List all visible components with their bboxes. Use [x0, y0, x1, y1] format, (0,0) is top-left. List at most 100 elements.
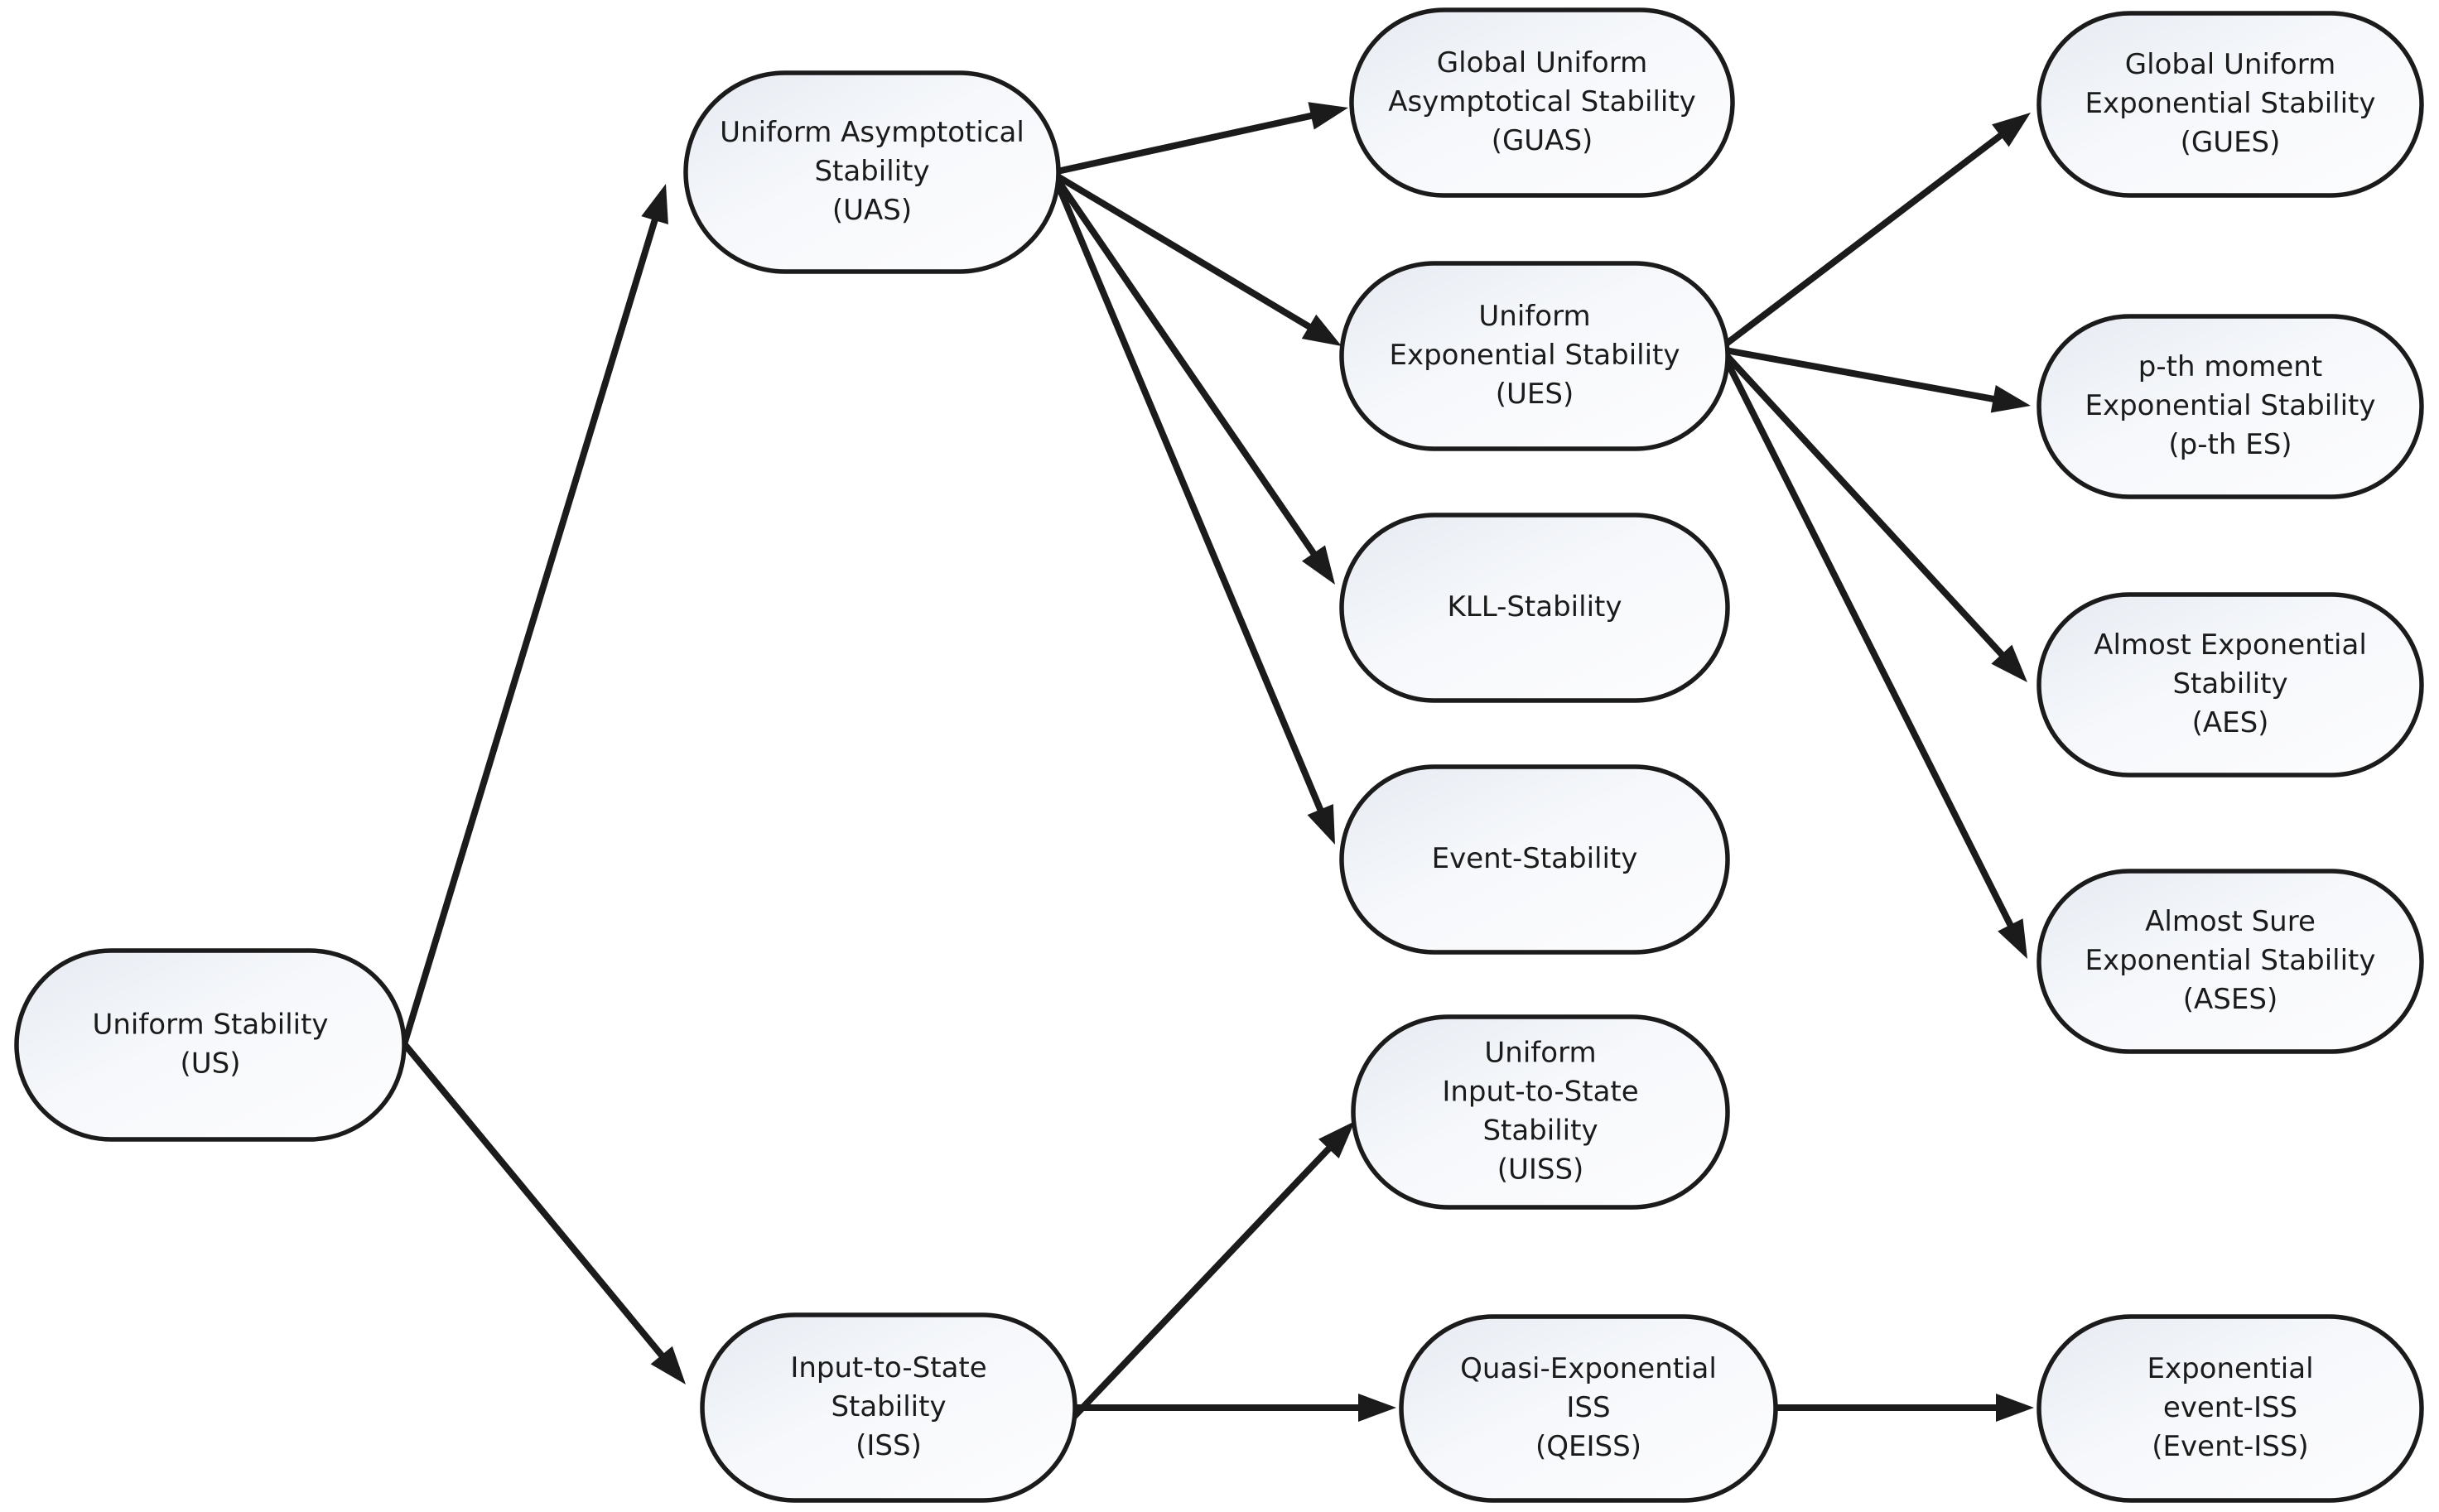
edge-line	[1053, 111, 1317, 176]
node-label-line: (US)	[181, 1047, 241, 1080]
node-shape-us[interactable]	[14, 948, 407, 1142]
arrow-head-icon	[1301, 314, 1342, 346]
arrow-head-icon	[1992, 113, 2031, 147]
node-label-kll: KLL-Stability	[1448, 590, 1622, 624]
edge-ues-to-ases	[1718, 348, 2027, 959]
edge-ues-to-aes	[1718, 347, 2027, 682]
arrow-head-icon	[1990, 385, 2031, 413]
node-shape-ues[interactable]	[1339, 261, 1730, 451]
node-label-line: (UAS)	[832, 194, 912, 227]
node-label-line: Almost Exponential	[2094, 628, 2367, 662]
edge-line	[1050, 172, 1326, 816]
node-label-line: Uniform	[1484, 1036, 1596, 1069]
node-shape-event_iss[interactable]	[2037, 1314, 2424, 1503]
node-label-line: (UISS)	[1497, 1153, 1584, 1186]
node-label-line: Event-Stability	[1432, 842, 1638, 875]
node-label-line: (AES)	[2192, 706, 2269, 739]
node-label-event_iss: Exponential event-ISS (Event-ISS)	[2147, 1352, 2313, 1463]
node-label-line: Asymptotical Stability	[1388, 85, 1696, 118]
node-kll[interactable]: KLL-Stability	[1339, 513, 1730, 703]
node-label-line: (p-th ES)	[2168, 428, 2292, 461]
node-label-line: Input-to-State	[1442, 1075, 1638, 1108]
node-shape-qeiss[interactable]	[1399, 1314, 1778, 1503]
edge-iss-to-qeiss	[1073, 1394, 1396, 1422]
node-label-line: (GUAS)	[1492, 124, 1593, 157]
node-label-line: Exponential Stability	[2085, 87, 2376, 120]
node-label-line: Exponential Stability	[1390, 339, 1680, 372]
node-label-line: Quasi-Exponential	[1460, 1352, 1717, 1385]
node-label-us: Uniform Stability (US)	[92, 1008, 328, 1080]
node-label-line: (Event-ISS)	[2152, 1430, 2308, 1463]
node-label-line: Uniform Stability	[92, 1008, 328, 1041]
node-shape-gues[interactable]	[2037, 11, 2424, 198]
node-label-line: Exponential Stability	[2085, 389, 2376, 422]
arrow-head-icon	[1301, 545, 1335, 585]
edge-us-to-uas	[399, 184, 668, 1052]
node-shape-aes[interactable]	[2037, 592, 2424, 778]
node-label-line: p-th moment	[2138, 350, 2322, 383]
node-label-line: (ISS)	[856, 1429, 922, 1462]
edge-ues-to-gues	[1718, 113, 2031, 351]
node-label-line: event-ISS	[2163, 1391, 2297, 1424]
edge-ues-to-pth_es	[1720, 346, 2031, 413]
node-label-line: Exponential	[2147, 1352, 2313, 1385]
node-label-line: Global Uniform	[1437, 46, 1647, 79]
node-label-line: Stability	[1482, 1114, 1598, 1147]
edge-line	[399, 214, 660, 1052]
node-label-line: (ASES)	[2183, 983, 2278, 1016]
node-shape-iss[interactable]	[700, 1312, 1077, 1503]
node-shape-uiss[interactable]	[1351, 1014, 1730, 1210]
arrow-head-icon	[1358, 1394, 1396, 1422]
arrow-head-icon	[1307, 804, 1335, 845]
node-shape-kll[interactable]	[1339, 513, 1730, 703]
node-shape-pth_es[interactable]	[2037, 314, 2424, 499]
edge-line	[1718, 348, 2016, 931]
node-label-line: Uniform Asymptotical	[720, 116, 1024, 149]
arrow-head-icon	[1308, 102, 1348, 130]
node-event_stab[interactable]: Event-Stability	[1339, 764, 1730, 955]
node-label-line: Stability	[831, 1390, 946, 1423]
node-event_iss[interactable]: Exponential event-ISS (Event-ISS)	[2037, 1314, 2424, 1503]
edge-uas-to-kll	[1050, 171, 1335, 585]
arrow-head-icon	[1996, 1394, 2034, 1422]
edge-line	[1720, 346, 1998, 403]
node-label-event_stab: Event-Stability	[1432, 842, 1638, 875]
arrow-head-icon	[1318, 1121, 1355, 1159]
node-label-line: Global Uniform	[2125, 48, 2335, 81]
edge-line	[1718, 130, 2007, 351]
arrow-head-icon	[641, 184, 668, 224]
edge-line	[399, 1039, 668, 1361]
node-label-line: Stability	[814, 155, 929, 188]
node-label-line: Exponential Stability	[2085, 944, 2376, 977]
edge-uas-to-event_stab	[1050, 172, 1335, 845]
arrow-head-icon	[650, 1346, 686, 1384]
edge-line	[1050, 171, 1319, 559]
node-us[interactable]: Uniform Stability (US)	[14, 948, 407, 1142]
node-shape-ases[interactable]	[2037, 869, 2424, 1054]
node-label-line: Uniform	[1478, 300, 1590, 333]
node-shape-guas[interactable]	[1349, 7, 1735, 198]
arrow-head-icon	[1991, 644, 2027, 682]
node-label-line: KLL-Stability	[1448, 590, 1622, 624]
node-label-line: Stability	[2172, 667, 2287, 701]
edge-us-to-iss	[399, 1039, 686, 1384]
node-shape-uas[interactable]	[683, 70, 1061, 274]
node-shape-event_stab[interactable]	[1339, 764, 1730, 955]
